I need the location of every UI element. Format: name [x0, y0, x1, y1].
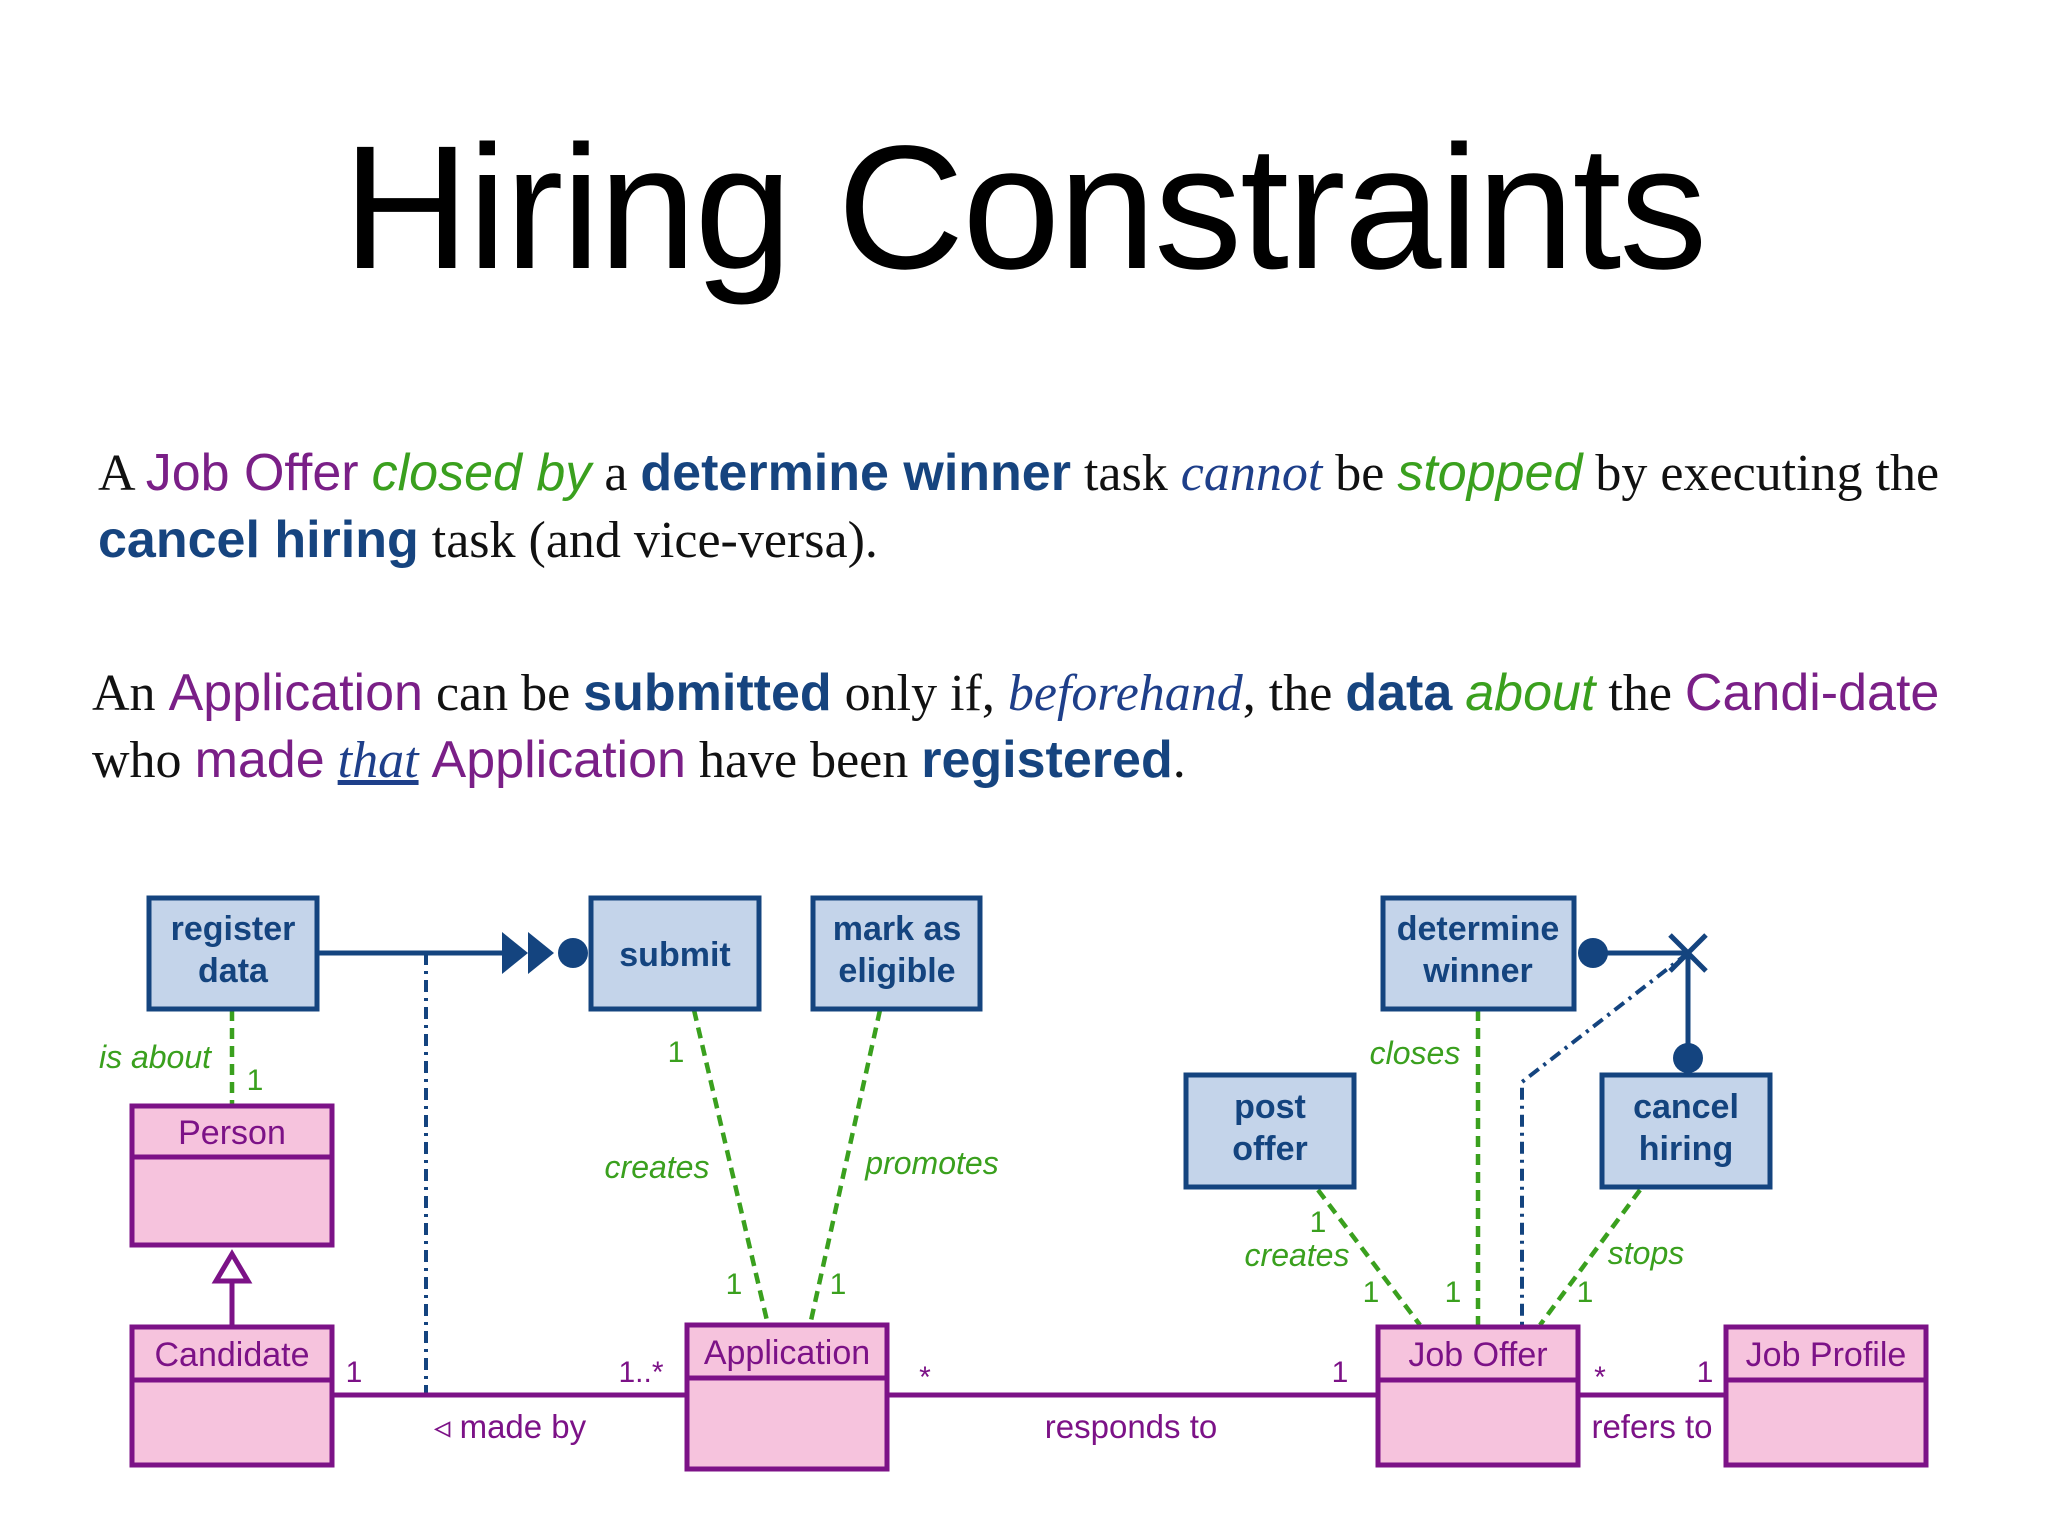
entity-person: Person [129, 1103, 335, 1248]
mult-made-by-candidate: 1 [346, 1356, 363, 1389]
modal-term-beforehand: beforehand [1007, 665, 1243, 722]
label-stops: stops [1608, 1235, 1684, 1271]
label-promotes: promotes [864, 1145, 998, 1181]
entity-label: Job Profile [1746, 1336, 1907, 1374]
label-creates-offer: creates [1245, 1237, 1350, 1273]
task-determine-winner: determine winner [1380, 895, 1577, 1012]
task-label: winner [1422, 952, 1533, 990]
task-term-determine-winner: determine winner [640, 444, 1071, 502]
text: An [92, 665, 156, 722]
label-closes: closes [1370, 1035, 1461, 1071]
task-register-data: register data [146, 895, 320, 1012]
entity-label: Job Offer [1408, 1336, 1547, 1374]
mult-creates-app-task: 1 [668, 1036, 685, 1069]
entity-label: Person [178, 1114, 286, 1152]
task-cancel-hiring: cancel hiring [1599, 1072, 1773, 1190]
text: have been [698, 732, 909, 789]
task-label: mark as [833, 910, 962, 948]
task-post-offer: post offer [1183, 1072, 1357, 1190]
text: by executing the [1595, 445, 1940, 502]
task-label: cancel [1633, 1088, 1739, 1126]
mult-promotes: 1 [830, 1268, 847, 1301]
text: task [1083, 445, 1168, 502]
mult-creates-app: 1 [726, 1268, 743, 1301]
generalization-arrow [211, 1249, 253, 1284]
task-term-submitted: submitted [583, 664, 832, 722]
mult-creates-offer-task: 1 [1310, 1206, 1327, 1239]
label-responds-to: responds to [1045, 1408, 1217, 1445]
mult-responds-application: * [919, 1361, 931, 1394]
task-mark-as-eligible: mark as eligible [810, 895, 983, 1012]
exclusion-dot-cancel [1673, 1043, 1703, 1073]
mult-creates-offer: 1 [1363, 1276, 1380, 1309]
modal-term-cannot: cannot [1180, 445, 1323, 502]
text: be [1335, 445, 1385, 502]
entity-job-profile: Job Profile [1723, 1324, 1929, 1468]
task-label: offer [1232, 1130, 1308, 1168]
mult-made-by-application: 1..* [618, 1356, 663, 1389]
entity-term-candidate: Candi-date [1684, 664, 1940, 722]
label-creates-application: creates [605, 1149, 710, 1185]
task-label: register [171, 910, 296, 948]
modal-term-that: that [337, 732, 419, 789]
label-is-about: is about [99, 1039, 212, 1075]
relation-term-closed-by: closed by [371, 444, 592, 502]
task-label: submit [619, 936, 730, 974]
text: task (and vice-versa). [431, 512, 878, 569]
task-label: data [198, 952, 269, 990]
task-term-cancel-hiring: cancel hiring [98, 511, 419, 569]
text: A [98, 445, 133, 502]
mult-closes: 1 [1445, 1276, 1462, 1309]
task-label: determine [1397, 910, 1560, 948]
constraint-paragraph-1: A Job Offer closed by a determine winner… [98, 440, 1978, 574]
entity-term-application: Application [431, 731, 686, 789]
entity-label: Candidate [154, 1336, 309, 1374]
text: the [1608, 665, 1672, 722]
entity-term-application: Application [168, 664, 423, 722]
label-refers-to: refers to [1591, 1408, 1712, 1445]
text: only if, [844, 665, 995, 722]
entity-label: Application [704, 1334, 870, 1372]
slide-title: Hiring Constraints [342, 110, 1708, 306]
label-made-by: ◃ made by [434, 1408, 587, 1445]
text: . [1172, 732, 1186, 789]
text: a [604, 445, 628, 502]
mult-is-about: 1 [247, 1064, 264, 1097]
precedence-arrow-head-1 [502, 932, 528, 974]
mult-refers-offer: * [1594, 1361, 1606, 1394]
task-label: hiring [1639, 1130, 1733, 1168]
mult-refers-profile: 1 [1697, 1356, 1714, 1389]
text: can be [435, 665, 571, 722]
entity-term-job-offer: Job Offer [145, 444, 359, 502]
task-term-data: data [1345, 664, 1453, 722]
task-label: eligible [838, 952, 955, 990]
precedence-target-dot [558, 938, 588, 968]
task-label: post [1234, 1088, 1306, 1126]
precedence-arrow-head-2 [528, 932, 554, 974]
text: , the [1242, 665, 1333, 722]
mult-stops: 1 [1577, 1276, 1594, 1309]
entity-candidate: Candidate [129, 1324, 335, 1468]
task-term-registered: registered [921, 731, 1173, 789]
link-stops [1538, 1188, 1642, 1327]
entity-job-offer: Job Offer [1375, 1324, 1581, 1468]
text: who [92, 732, 182, 789]
task-submit: submit [588, 895, 762, 1012]
constraint-paragraph-2: An Application can be submitted only if,… [92, 660, 1972, 794]
entity-application: Application [684, 1322, 890, 1472]
mult-responds-offer: 1 [1332, 1356, 1349, 1389]
entity-term-made: made [194, 731, 325, 789]
relation-term-stopped: stopped [1397, 444, 1583, 502]
relation-term-about: about [1465, 664, 1596, 722]
link-creates-offer [1316, 1188, 1422, 1327]
